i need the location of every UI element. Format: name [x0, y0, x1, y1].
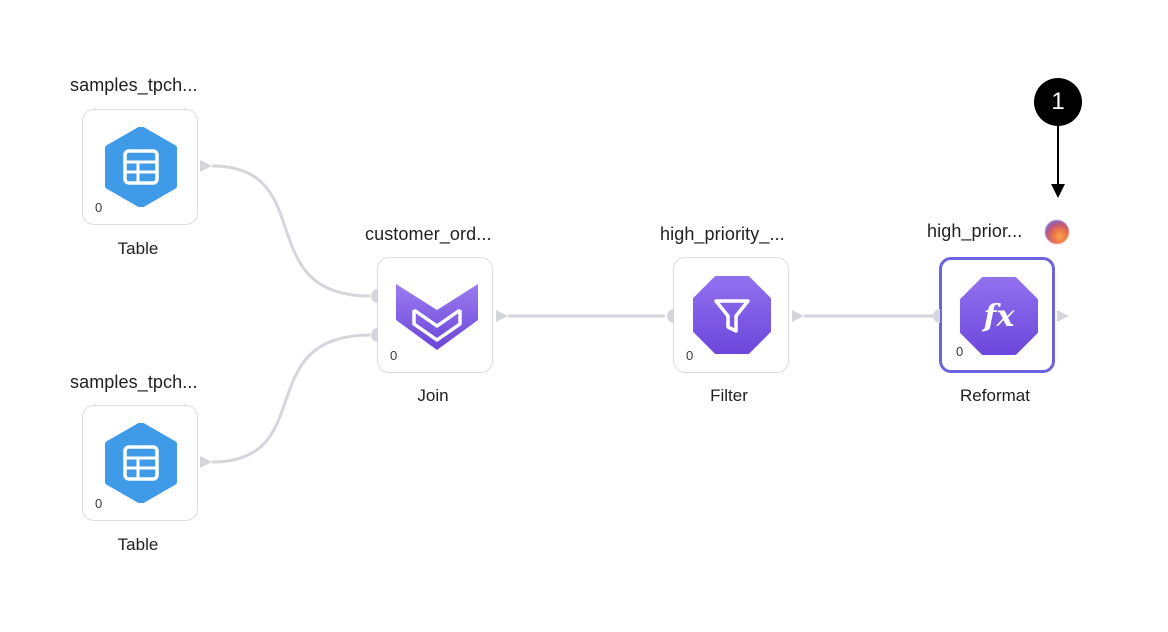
- join-input-port-1[interactable]: [366, 288, 380, 304]
- join-count: 0: [390, 348, 398, 363]
- edge-table2-to-join: [211, 333, 371, 464]
- join-chevron-icon: [396, 284, 478, 350]
- filter-output-port[interactable]: [790, 308, 806, 324]
- callout-badge: 1: [1034, 78, 1082, 126]
- reformat-input-port[interactable]: [928, 308, 942, 324]
- filter-input-port[interactable]: [662, 308, 676, 324]
- reformat-title: high_prior...: [927, 221, 1023, 241]
- table-2-label: Table: [117, 535, 159, 554]
- join-node[interactable]: 0: [377, 257, 493, 373]
- reformat-node[interactable]: fx 0: [939, 257, 1055, 373]
- funnel-icon: [693, 276, 771, 354]
- callout-arrow-head: [1051, 184, 1065, 198]
- join-input-port-2[interactable]: [366, 327, 380, 343]
- table-grid-icon: [105, 127, 177, 207]
- table-2-node[interactable]: 0: [82, 405, 198, 521]
- join-title: customer_ord...: [365, 224, 492, 244]
- table-2-title: samples_tpch...: [70, 372, 198, 392]
- status-orb-icon: [1045, 220, 1069, 244]
- table-1-output-port[interactable]: [198, 158, 214, 174]
- edge-table1-to-join: [211, 164, 371, 298]
- reformat-count: 0: [956, 344, 964, 359]
- table-1-node[interactable]: 0: [82, 109, 198, 225]
- filter-label: Filter: [710, 386, 748, 405]
- table-grid-icon: [105, 423, 177, 503]
- join-output-port[interactable]: [494, 308, 510, 324]
- reformat-output-port[interactable]: [1055, 308, 1071, 324]
- table-1-label: Table: [117, 239, 159, 258]
- filter-title: high_priority_...: [660, 224, 785, 244]
- filter-node[interactable]: 0: [673, 257, 789, 373]
- table-2-count: 0: [95, 496, 103, 511]
- filter-count: 0: [686, 348, 694, 363]
- table-1-count: 0: [95, 200, 103, 215]
- reformat-label: Reformat: [960, 386, 1030, 405]
- join-label: Join: [417, 386, 449, 405]
- fx-icon: fx: [960, 277, 1038, 355]
- table-2-output-port[interactable]: [198, 454, 214, 470]
- table-1-title: samples_tpch...: [70, 75, 198, 95]
- fx-icon-text: fx: [982, 299, 1016, 334]
